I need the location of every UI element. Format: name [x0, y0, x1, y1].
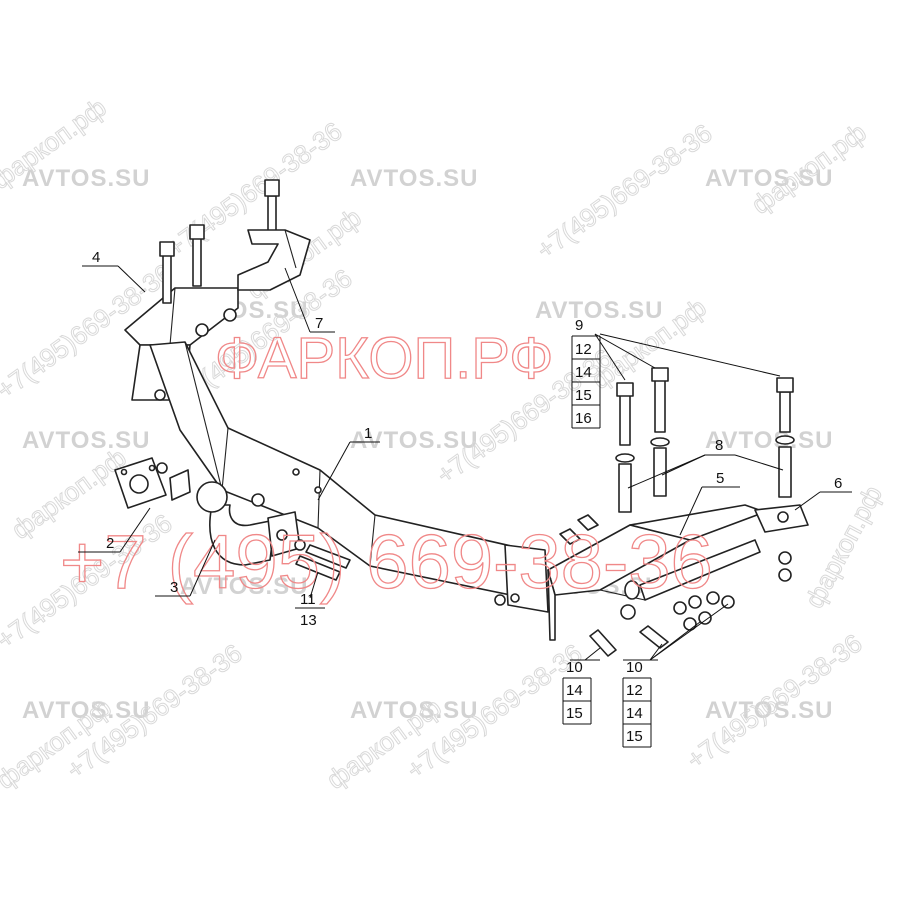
watermark-site: AVTOS.SU [705, 427, 833, 454]
callout-part-14: 14 [566, 682, 583, 699]
watermark-brand-diagonal: фаркоп.рф [799, 481, 888, 613]
callout-part-4: 4 [92, 249, 100, 266]
callout-part-10: 10 [566, 659, 583, 676]
site-watermarks: AVTOS.SU AVTOS.SU AVTOS.SU AVTOS.SU AVTO… [22, 165, 833, 724]
callout-part-15: 15 [626, 728, 643, 745]
callout-part-7: 7 [315, 315, 323, 332]
watermark-site: AVTOS.SU [705, 165, 833, 192]
part-5-right-bracket [547, 504, 766, 641]
callout-part-13: 13 [300, 612, 317, 629]
watermark-site: AVTOS.SU [350, 697, 478, 724]
callout-part-12: 12 [626, 682, 643, 699]
part-6-angle-bracket [754, 504, 809, 533]
callout-part-2: 2 [106, 535, 114, 552]
watermark-site: AVTOS.SU [705, 697, 833, 724]
watermark-site: AVTOS.SU [535, 297, 663, 324]
part-2-socket-plate [114, 457, 191, 509]
part-callouts: 4 7 1 2 3 11 13 5 6 8 9 12 14 15 16 10 1… [92, 249, 842, 748]
callout-part-15: 15 [566, 705, 583, 722]
watermark-site: AVTOS.SU [22, 427, 150, 454]
callout-part-10: 10 [626, 659, 643, 676]
callout-part-15: 15 [575, 387, 592, 404]
part-9-vertical-bolts [615, 367, 795, 582]
watermark-phone-red: +7 (495) 669-38-36 [60, 520, 713, 605]
callout-part-14: 14 [626, 705, 643, 722]
leader-lines [78, 265, 852, 661]
callout-part-9: 9 [575, 317, 583, 334]
callout-part-16: 16 [575, 410, 592, 427]
callout-part-8: 8 [715, 437, 723, 454]
callout-part-6: 6 [834, 475, 842, 492]
callout-part-11: 11 [300, 591, 316, 608]
watermark-brand-red: ФАРКОП.РФ [215, 326, 553, 391]
tow-hitch-parts [114, 179, 809, 657]
watermark-site: AVTOS.SU [22, 697, 150, 724]
watermark-site: AVTOS.SU [350, 165, 478, 192]
callout-part-1: 1 [364, 425, 372, 442]
watermark-site: AVTOS.SU [350, 427, 478, 454]
part-11-13-bolts [294, 539, 351, 581]
red-watermarks: ФАРКОП.РФ +7 (495) 669-38-36 [59, 325, 713, 605]
part-7-upper-plate [237, 229, 311, 291]
part-1-main-beam [149, 341, 549, 613]
watermark-phone-diagonal: +7(495)669-38-36 [531, 118, 718, 265]
part-10-lower-fasteners [494, 514, 735, 657]
callout-part-3: 3 [170, 579, 178, 596]
watermark-site: AVTOS.SU [22, 165, 150, 192]
callout-part-12: 12 [575, 341, 592, 358]
watermark-site: AVTOS.SU [180, 573, 308, 600]
callout-part-5: 5 [716, 470, 724, 487]
callout-part-14: 14 [575, 364, 592, 381]
